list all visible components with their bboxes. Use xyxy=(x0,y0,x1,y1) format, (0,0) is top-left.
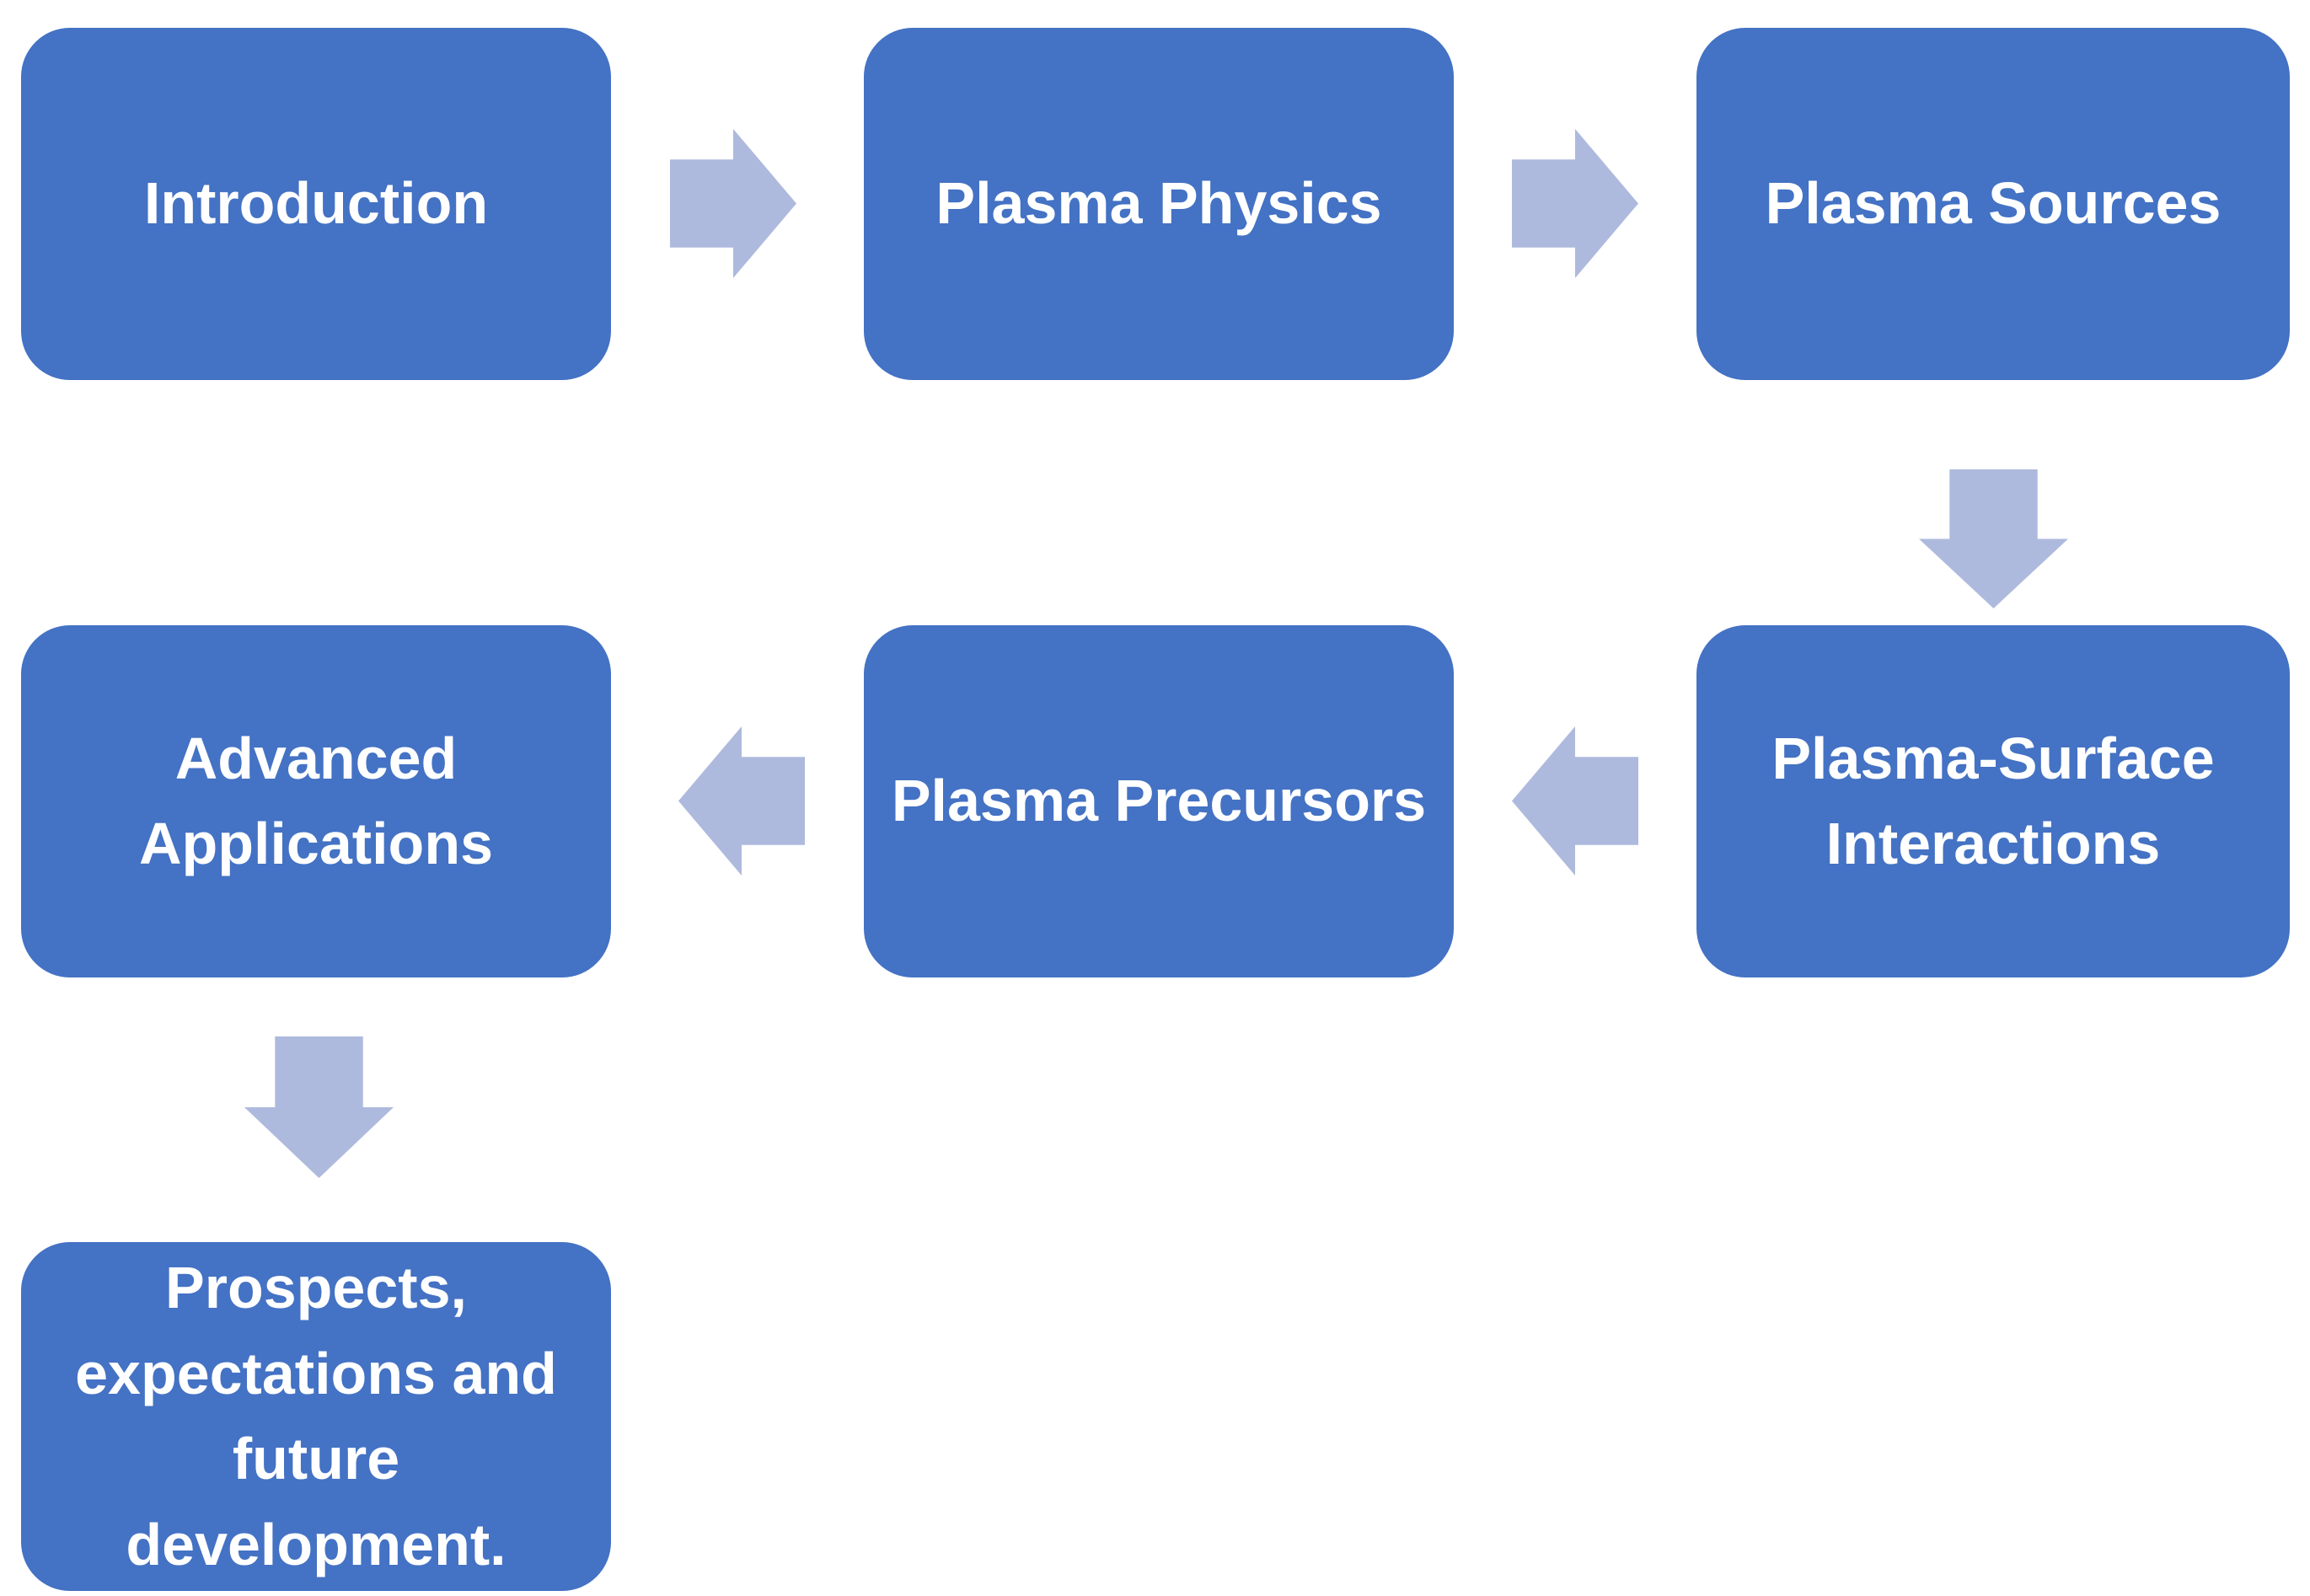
node-plasma-sources-label: Plasma Sources xyxy=(1765,170,2222,237)
node-plasma-physics-label: Plasma Physics xyxy=(935,170,1382,237)
node-introduction-label: Introduction xyxy=(143,170,489,237)
node-introduction: Introduction xyxy=(21,28,611,380)
flow-arrow-right-icon xyxy=(670,129,796,278)
node-advanced-applications-label: Advanced Applications xyxy=(138,725,494,877)
flow-arrow-down-icon xyxy=(244,1036,394,1178)
node-prospects: Prospects, expectations and future devel… xyxy=(21,1242,611,1591)
node-plasma-precursors-label: Plasma Precursors xyxy=(891,768,1427,834)
flow-arrow-down-icon xyxy=(1919,469,2068,608)
node-advanced-applications: Advanced Applications xyxy=(21,625,611,977)
flow-arrow-right-icon xyxy=(1512,129,1638,278)
node-plasma-physics: Plasma Physics xyxy=(864,28,1454,380)
flow-arrow-left-icon xyxy=(1512,726,1638,876)
node-plasma-sources: Plasma Sources xyxy=(1696,28,2290,380)
node-plasma-surface-interactions: Plasma-Surface Interactions xyxy=(1696,625,2290,977)
node-plasma-precursors: Plasma Precursors xyxy=(864,625,1454,977)
node-plasma-surface-interactions-label: Plasma-Surface Interactions xyxy=(1771,725,2215,877)
node-prospects-label: Prospects, expectations and future devel… xyxy=(75,1255,557,1577)
flow-arrow-left-icon xyxy=(678,726,805,876)
